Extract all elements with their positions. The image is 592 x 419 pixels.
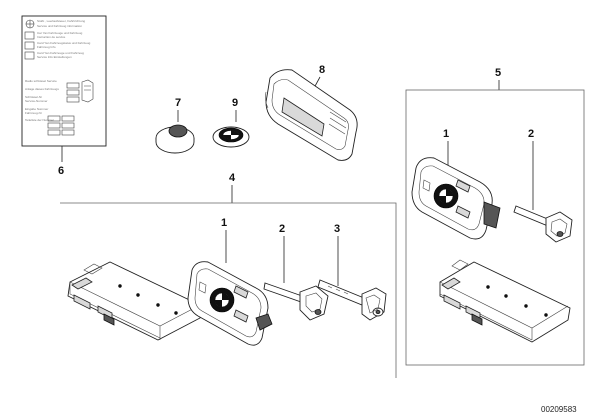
key-housing: 8 <box>265 64 358 161</box>
callout-9: 9 <box>232 97 238 109</box>
card-line: Service-Nummer <box>25 99 48 103</box>
emergency-key: 3 <box>317 223 387 321</box>
control-unit <box>67 261 203 341</box>
kit-5-frame <box>405 89 585 366</box>
card-line: Fahrzeug-Nr <box>25 111 42 115</box>
callout-4: 4 <box>229 172 236 184</box>
card-line: Schlüssel-Nr <box>25 95 42 99</box>
card-line: Teileliste der Nummer <box>25 118 54 122</box>
card-line: Anlage dieses Fahrzeugs <box>25 87 59 91</box>
callout-7: 7 <box>175 97 181 109</box>
card-line: Card Yan Fahrzeuge und Fahrzeug <box>37 51 84 55</box>
key-blade: 2 <box>263 223 329 321</box>
card-line: Service Info Einstellungen <box>37 55 72 59</box>
kit-5-group: 5 1 2 <box>405 67 585 366</box>
kit-4-frame <box>60 202 397 378</box>
card-line: Stoßt , Leerlaufsteuer, Fahrtrichtung <box>37 19 85 23</box>
callout-5-1: 1 <box>443 128 449 140</box>
control-unit-kit-5 <box>439 259 571 343</box>
key-cap: 7 <box>155 97 195 154</box>
callout-5: 5 <box>495 67 501 79</box>
card-line: Eingabe Nummer <box>25 107 48 111</box>
key-blade-kit-5: 2 <box>513 128 573 243</box>
card-line: Card Yan Fahrzeugstatus und Fahrzeug <box>37 41 91 45</box>
callout-5-2: 2 <box>528 128 534 140</box>
document-number: 00209583 <box>541 405 577 414</box>
callout-4-3: 3 <box>334 223 340 235</box>
callout-8: 8 <box>319 64 325 76</box>
remote-key: 1 <box>187 217 273 346</box>
information-card: Stoßt , Leerlaufsteuer, Fahrtrichtung Se… <box>21 15 107 177</box>
bmw-badge: 9 <box>212 97 250 148</box>
card-line: Fahrzeug Info <box>37 45 56 49</box>
callout-4-2: 2 <box>279 223 285 235</box>
card-line: Car Yan Fahrzeuge und Fahrzeug <box>37 31 83 35</box>
card-line: Service und Fahrzeug information <box>37 24 82 28</box>
kit-4-group: 4 1 <box>60 172 397 378</box>
remote-key-kit-5: 1 <box>411 128 501 240</box>
card-line: Radio schlüssel Service <box>25 79 57 83</box>
card-line: Instruction de service <box>37 35 66 39</box>
callout-6: 6 <box>58 165 64 177</box>
callout-4-1: 1 <box>221 217 227 229</box>
